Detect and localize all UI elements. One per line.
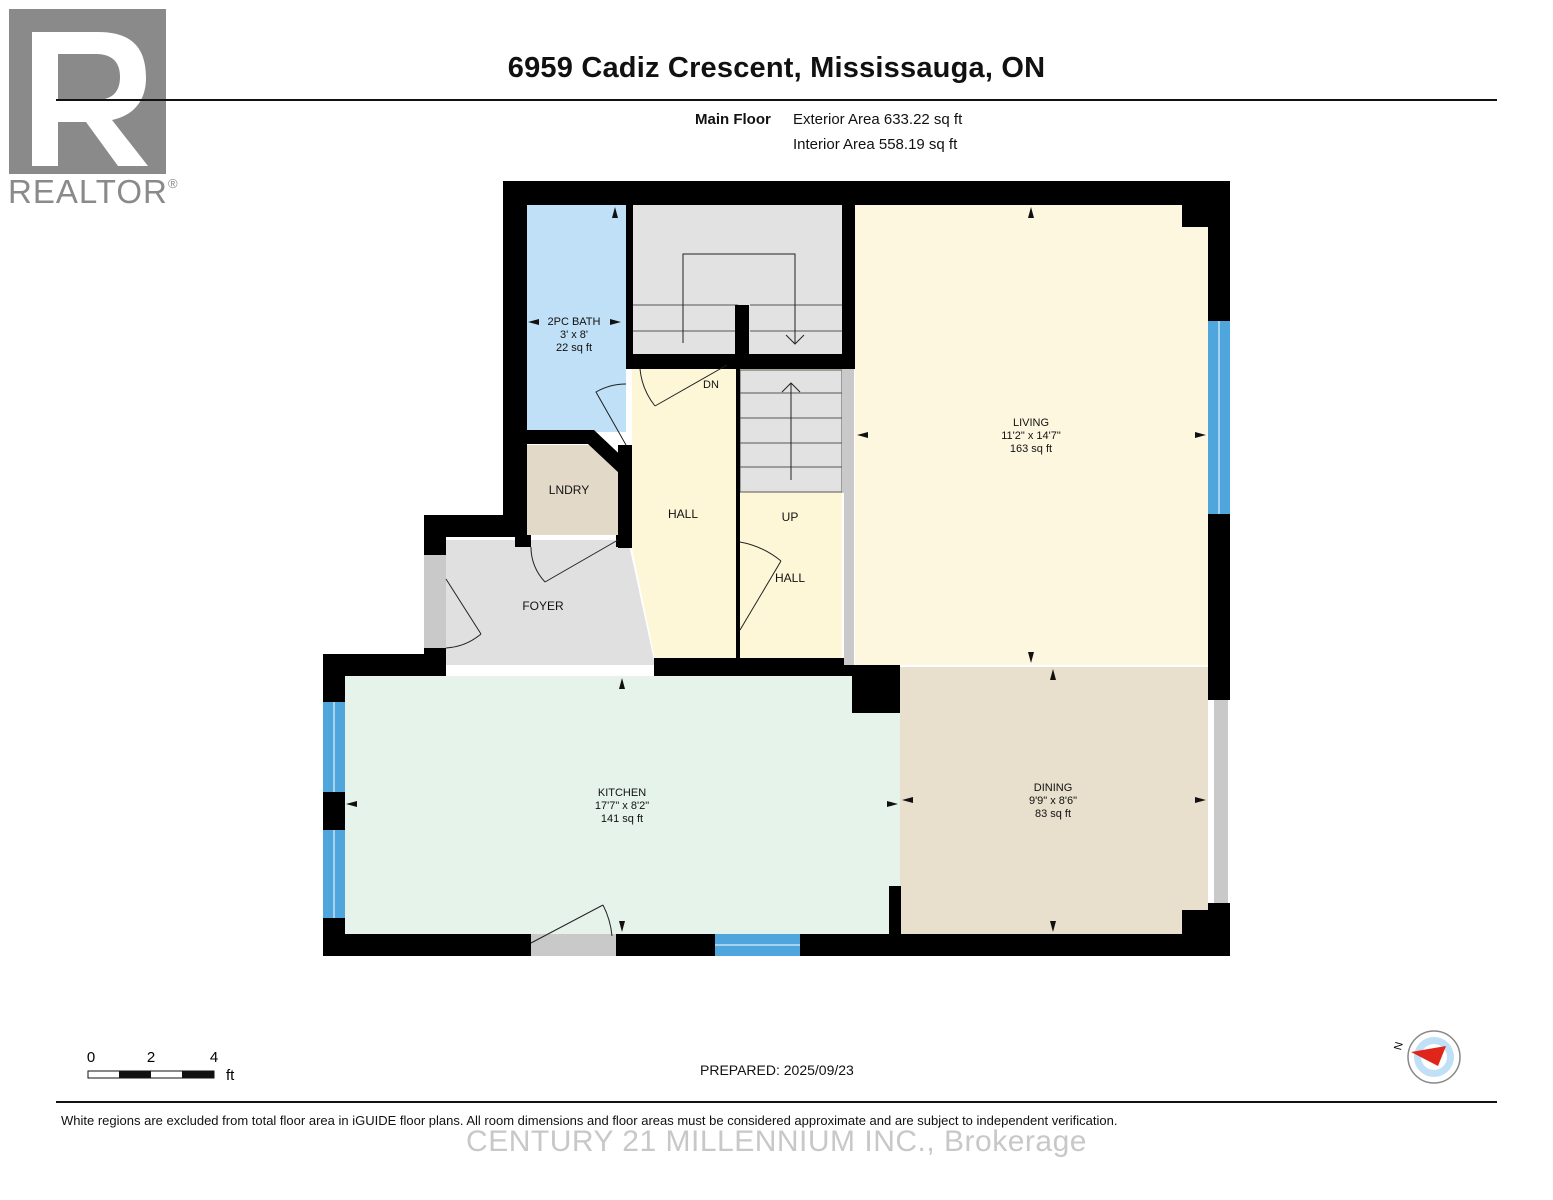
label-kitchen-dims: 17'7" x 8'2" bbox=[595, 800, 649, 812]
prepared-date: PREPARED: 2025/09/23 bbox=[700, 1062, 854, 1078]
label-dining-dims: 9'9" x 8'6" bbox=[1029, 795, 1077, 807]
label-laundry: LNDRY bbox=[549, 483, 589, 497]
label-living-dims: 11'2" x 14'7" bbox=[1001, 430, 1061, 442]
label-bath-area: 22 sq ft bbox=[556, 342, 592, 354]
staircase bbox=[632, 204, 842, 357]
interior-area: Interior Area 558.19 sq ft bbox=[793, 136, 958, 153]
label-living-name: LIVING bbox=[1013, 417, 1049, 429]
page-title: 6959 Cadiz Crescent, Mississauga, ON bbox=[507, 52, 1046, 84]
registered-mark: ® bbox=[168, 176, 178, 191]
label-foyer: FOYER bbox=[522, 599, 564, 613]
room-laundry bbox=[527, 445, 619, 535]
label-kitchen-area: 141 sq ft bbox=[601, 813, 643, 825]
label-kitchen-name: KITCHEN bbox=[598, 787, 646, 799]
room-foyer bbox=[446, 540, 655, 665]
label-up: UP bbox=[782, 510, 799, 524]
room-living bbox=[855, 204, 1208, 665]
exterior-area: Exterior Area 633.22 sq ft bbox=[793, 111, 963, 128]
disclaimer: White regions are excluded from total fl… bbox=[61, 1113, 1118, 1128]
label-dining-name: DINING bbox=[1034, 782, 1073, 794]
scale-bar: 0 2 4 ft bbox=[87, 1049, 235, 1084]
scale-label-2: 2 bbox=[147, 1049, 155, 1066]
room-2pc-bath bbox=[525, 204, 626, 432]
room-labels: 2PC BATH 3' x 8' 22 sq ft LNDRY HALL UP … bbox=[522, 316, 1077, 825]
room-hall-left bbox=[632, 368, 736, 659]
compass-north-label: N bbox=[1392, 1041, 1406, 1052]
window-mullions bbox=[333, 321, 1220, 946]
header-divider bbox=[56, 99, 1497, 101]
footer-divider bbox=[56, 1101, 1497, 1103]
door-swings bbox=[445, 364, 782, 944]
light-walls bbox=[424, 369, 1228, 956]
label-bath-name: 2PC BATH bbox=[548, 316, 601, 328]
label-hall-right: HALL bbox=[775, 571, 805, 585]
realtor-logo-text: REALTOR bbox=[8, 173, 168, 210]
label-living-area: 163 sq ft bbox=[1010, 443, 1052, 455]
realtor-logo: REALTOR ® bbox=[6, 6, 181, 211]
walls bbox=[323, 181, 1230, 956]
compass-icon: N bbox=[1392, 1030, 1461, 1084]
label-hall-left: HALL bbox=[668, 507, 698, 521]
scale-unit: ft bbox=[226, 1067, 235, 1084]
scale-label-4: 4 bbox=[210, 1049, 218, 1066]
label-dining-area: 83 sq ft bbox=[1035, 808, 1071, 820]
floor-name: Main Floor bbox=[695, 111, 771, 128]
dimension-arrows bbox=[346, 207, 1206, 932]
label-dn: DN bbox=[703, 379, 719, 391]
room-kitchen bbox=[344, 676, 900, 934]
label-bath-dims: 3' x 8' bbox=[560, 329, 588, 341]
scale-label-0: 0 bbox=[87, 1049, 95, 1066]
watermark: CENTURY 21 MILLENNIUM INC., Brokerage bbox=[466, 1125, 1087, 1158]
room-dining bbox=[900, 667, 1208, 934]
